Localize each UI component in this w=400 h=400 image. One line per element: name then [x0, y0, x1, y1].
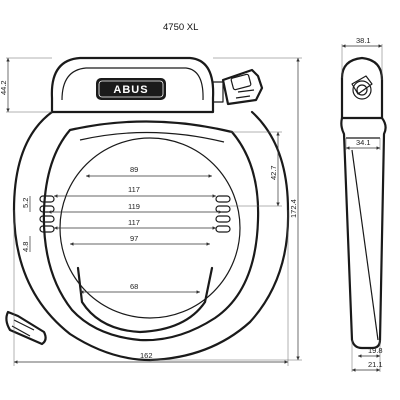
front-dimensions: 44.2 172.4 42.7 162 5.2 4.8 89 117 119 1… — [0, 57, 302, 366]
side-cylinder — [352, 80, 372, 100]
dim-height-top: 44.2 — [0, 80, 8, 95]
outer-ring — [12, 110, 290, 362]
left-slots — [39, 195, 55, 233]
dim-gap-small-2: 4.8 — [21, 242, 30, 252]
dim-side-bottom-2: 21.1 — [368, 360, 383, 369]
dim-inner-97: 97 — [130, 234, 138, 243]
side-view-lock — [340, 56, 387, 350]
dim-inner-119: 119 — [128, 202, 140, 211]
dim-width: 162 — [140, 351, 153, 360]
side-body — [340, 116, 387, 350]
key-icon — [212, 68, 264, 106]
dim-shackle-height: 42.7 — [269, 165, 278, 180]
side-head — [340, 56, 384, 120]
lock-housing-inner — [61, 67, 204, 101]
dim-inner-89: 89 — [130, 165, 138, 174]
brand-badge: ABUS — [96, 78, 166, 100]
drawing-title: 4750 XL — [163, 22, 198, 33]
dim-side-mid: 34.1 — [356, 138, 371, 147]
front-view-lock: ABUS — [5, 56, 290, 362]
bottom-frame — [76, 266, 214, 334]
brand-label: ABUS — [113, 84, 148, 96]
dim-inner-117b: 117 — [128, 218, 140, 227]
dim-inner-68: 68 — [130, 282, 138, 291]
dim-total-height: 172.4 — [289, 199, 298, 218]
dim-side-bottom-1: 19.8 — [368, 346, 383, 355]
release-lever — [5, 310, 47, 346]
dim-gap-small: 5.2 — [21, 198, 30, 208]
side-key-icon — [351, 75, 373, 95]
ring-inner-curve — [79, 131, 225, 143]
dim-inner-117a: 117 — [128, 185, 140, 194]
inner-ring — [42, 120, 260, 342]
dim-side-top: 38.1 — [356, 36, 371, 45]
side-dimensions: 38.1 34.1 19.8 21.1 — [341, 36, 383, 372]
right-slots — [215, 195, 231, 233]
